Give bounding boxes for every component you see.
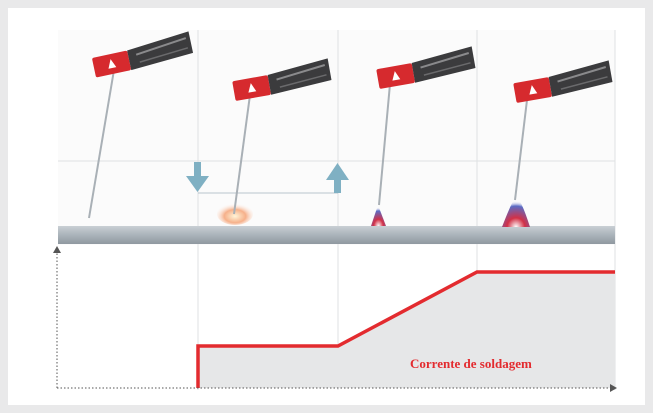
graph-axes xyxy=(53,246,617,392)
small-arc-icon xyxy=(371,205,386,226)
down-arrow-icon xyxy=(186,162,209,192)
up-arrow-icon xyxy=(326,163,349,193)
torch-stage-contact xyxy=(217,58,332,225)
welding-current-label: Corrente de soldagem xyxy=(410,356,532,371)
welding-current-line xyxy=(196,270,615,388)
x-axis-arrow-icon xyxy=(610,384,617,392)
workpiece-plate xyxy=(58,226,615,244)
full-arc-icon xyxy=(502,197,530,227)
torch-stage-lift xyxy=(371,46,476,226)
torch-stage-approach xyxy=(88,31,194,219)
y-axis-arrow-icon xyxy=(53,246,61,253)
current-area xyxy=(198,272,615,388)
torch-stage-full-arc xyxy=(502,60,613,227)
